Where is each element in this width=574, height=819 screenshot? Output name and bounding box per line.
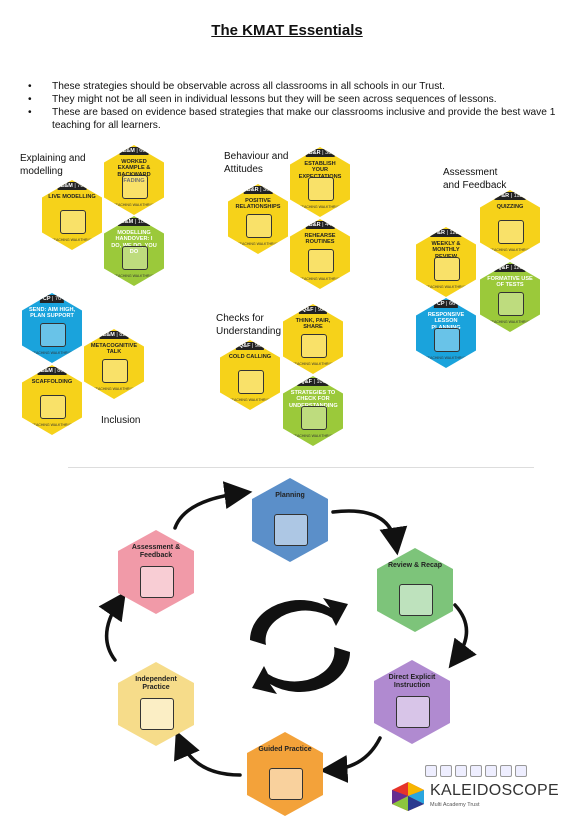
worked-example-illustration xyxy=(122,175,148,199)
school-logo-icon xyxy=(470,765,482,777)
group-label-checks: Checks for Understanding xyxy=(216,313,282,337)
group-label-explaining: Explaining and modelling xyxy=(20,153,86,177)
bullet-item: These strategies should be observable ac… xyxy=(28,80,558,93)
school-logo-icon xyxy=(515,765,527,777)
cycle-assessment-feedback: Assessment & Feedback xyxy=(118,530,194,614)
arrow-independent-to-assessment xyxy=(98,591,126,662)
school-logo-icon xyxy=(485,765,497,777)
group-label-assessment: Assessment and Feedback xyxy=(443,167,507,191)
bullet-item: These are based on evidence based strate… xyxy=(28,106,558,132)
school-logo-icon xyxy=(425,765,437,777)
section-divider xyxy=(68,467,534,468)
live-modelling-illustration xyxy=(60,210,86,234)
card-worked-example: E&M | 68 WORKED EXAMPLE & BACKWARD FADIN… xyxy=(104,145,164,215)
page-title: The KMAT Essentials xyxy=(211,22,363,39)
strategies-illustration xyxy=(301,406,327,430)
stairs-illustration xyxy=(274,514,308,546)
bullet-item: They might not be all seen in individual… xyxy=(28,93,558,106)
send-illustration xyxy=(40,323,66,347)
school-logo-icon xyxy=(440,765,452,777)
review-illustration xyxy=(434,257,460,281)
school-logo-icon xyxy=(455,765,467,777)
scaffolding-illustration xyxy=(40,395,66,419)
group-label-inclusion: Inclusion xyxy=(101,415,141,426)
expectations-illustration xyxy=(308,177,334,201)
routines-illustration xyxy=(308,249,334,273)
school-logo-icon xyxy=(500,765,512,777)
arrow-review-to-direct xyxy=(448,603,477,669)
group-label-behaviour: Behaviour and Attitudes xyxy=(224,151,289,175)
school-logos xyxy=(425,765,527,777)
formative-illustration xyxy=(498,292,524,316)
checklist-illustration xyxy=(399,584,433,616)
recycle-icon xyxy=(250,598,350,694)
quizzing-illustration xyxy=(498,220,524,244)
modelling-handover-illustration xyxy=(122,246,148,270)
kaleidoscope-mark-icon xyxy=(392,782,424,811)
group-illustration xyxy=(269,768,303,800)
bullet-list: These strategies should be observable ac… xyxy=(28,80,558,132)
think-pair-illustration xyxy=(301,334,327,358)
teacher-board-illustration xyxy=(396,696,430,728)
arrow-planning-to-review xyxy=(331,509,408,556)
arrow-guided-to-independent xyxy=(174,730,242,777)
cycle-independent-practice: Independent Practice xyxy=(118,662,194,746)
cold-calling-illustration xyxy=(238,370,264,394)
relationships-illustration xyxy=(246,214,272,238)
arrow-assessment-to-planning xyxy=(173,481,253,530)
metacognitive-illustration xyxy=(102,359,128,383)
feedback-illustration xyxy=(140,566,174,598)
student-desk-illustration xyxy=(140,698,174,730)
planning-illustration xyxy=(434,328,460,352)
kaleidoscope-logo: KALEIDOSCOPE Multi Academy Trust xyxy=(390,780,559,817)
arrow-direct-to-guided xyxy=(319,736,382,783)
